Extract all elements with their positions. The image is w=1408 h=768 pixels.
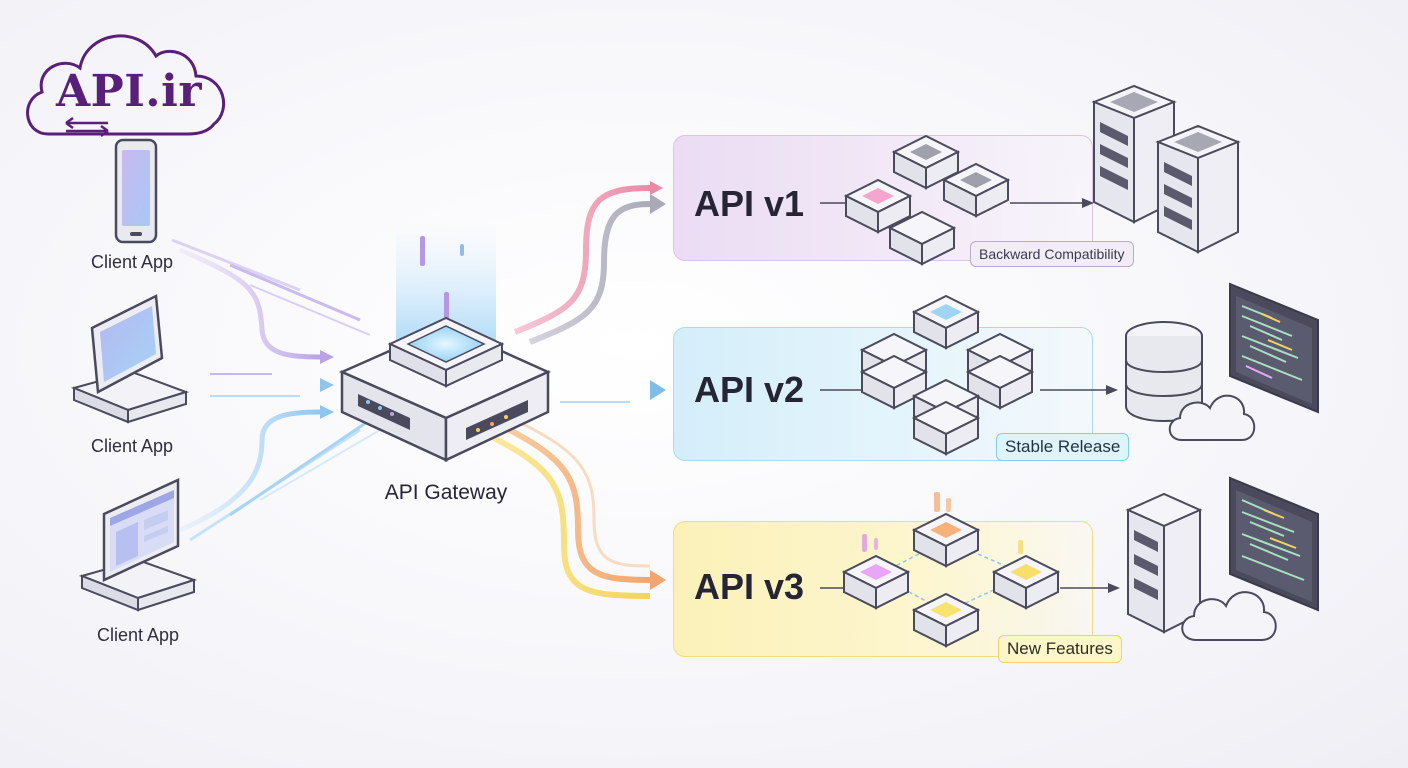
client-app-label-1: Client App bbox=[90, 252, 174, 272]
client-app-label-2: Client App bbox=[90, 436, 174, 456]
server-cloud-icon bbox=[1125, 476, 1319, 641]
client-app-label-3: Client App bbox=[96, 625, 180, 645]
phone-icon bbox=[114, 138, 158, 244]
api-v1-title: API v1 bbox=[694, 183, 805, 224]
new-features-badge: New Features bbox=[998, 635, 1122, 663]
database-cloud-icon bbox=[1125, 282, 1319, 441]
api-gateway-icon bbox=[338, 222, 552, 462]
tablet-icon bbox=[70, 294, 190, 424]
api-v2-title: API v2 bbox=[694, 369, 805, 410]
api-v3-title: API v3 bbox=[694, 566, 805, 607]
desktop-icon bbox=[78, 478, 198, 612]
api-gateway-label: API Gateway bbox=[384, 481, 508, 504]
stable-release-badge: Stable Release bbox=[996, 433, 1130, 461]
server-rack-icon bbox=[1091, 84, 1241, 254]
cloud-logo-icon bbox=[26, 34, 226, 138]
backward-compatibility-badge: Backward Compatibility bbox=[970, 241, 1134, 267]
logo-text[interactable]: API.ir bbox=[56, 66, 203, 117]
